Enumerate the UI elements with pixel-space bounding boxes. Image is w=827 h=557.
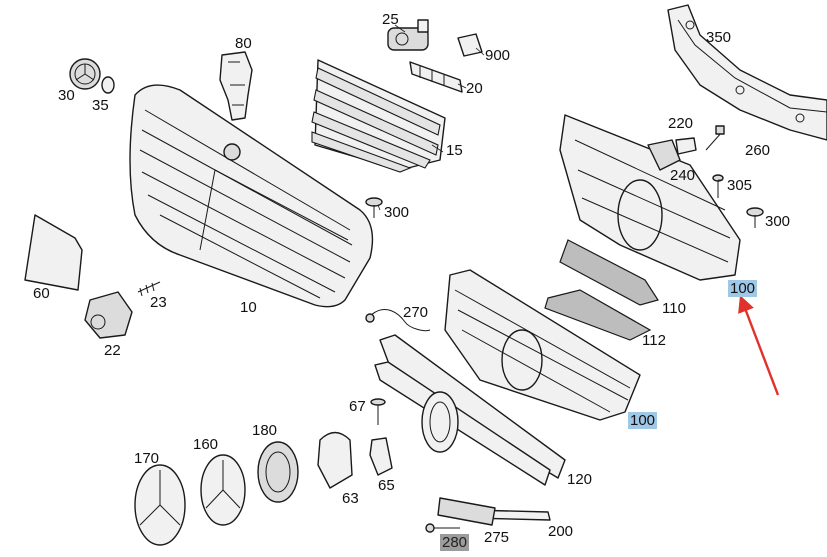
screw-300-left[interactable] <box>365 197 383 218</box>
clip-220[interactable] <box>675 137 697 155</box>
cover-60[interactable] <box>24 214 83 291</box>
plug-900[interactable] <box>457 33 483 57</box>
part-label-15[interactable]: 15 <box>446 142 463 159</box>
part-label-112[interactable]: 112 <box>642 332 666 349</box>
cable-270[interactable] <box>365 309 431 332</box>
part-label-200[interactable]: 200 <box>548 523 574 540</box>
emblem-30[interactable] <box>69 58 101 90</box>
badge-275[interactable] <box>437 497 496 526</box>
part-label-35[interactable]: 35 <box>92 97 109 114</box>
screw-300-right[interactable] <box>746 207 764 228</box>
part-label-280[interactable]: 280 <box>440 534 470 551</box>
star-emblem-160[interactable] <box>200 454 246 526</box>
part-label-60[interactable]: 60 <box>33 285 50 302</box>
mesh-112[interactable] <box>544 289 652 341</box>
bracket-65[interactable] <box>369 437 393 476</box>
camera-22[interactable] <box>84 291 133 339</box>
bracket-80[interactable] <box>219 51 253 121</box>
part-label-110[interactable]: 110 <box>662 300 686 317</box>
bumper-bracket-350[interactable] <box>667 4 827 141</box>
part-label-10[interactable]: 10 <box>240 299 257 316</box>
trim-120[interactable] <box>374 334 566 486</box>
part-label-80[interactable]: 80 <box>235 35 252 52</box>
part-label-300-left[interactable]: 300 <box>384 204 410 221</box>
part-label-220[interactable]: 220 <box>668 115 694 132</box>
part-label-25[interactable]: 25 <box>382 11 399 28</box>
part-label-260[interactable]: 260 <box>745 142 771 159</box>
part-label-350[interactable]: 350 <box>706 29 732 46</box>
star-emblem-170[interactable] <box>134 464 186 546</box>
part-label-275[interactable]: 275 <box>484 529 510 546</box>
sensor-25[interactable] <box>387 19 429 51</box>
clip-35[interactable] <box>101 76 115 94</box>
bracket-63[interactable] <box>317 431 353 489</box>
part-label-30[interactable]: 30 <box>58 87 75 104</box>
part-label-100-upper[interactable]: 100 <box>728 280 758 297</box>
screw-23[interactable] <box>137 281 161 297</box>
part-label-160[interactable]: 160 <box>193 436 219 453</box>
part-label-100-center[interactable]: 100 <box>628 412 658 429</box>
grille-frame-100-upper[interactable] <box>559 114 741 281</box>
emblem-base-180[interactable] <box>257 441 299 503</box>
part-label-170[interactable]: 170 <box>134 450 160 467</box>
part-label-900[interactable]: 900 <box>485 47 511 64</box>
highlight-arrow <box>738 295 780 396</box>
part-label-120[interactable]: 120 <box>567 471 593 488</box>
leader-lines <box>377 24 723 211</box>
part-label-300-right[interactable]: 300 <box>765 213 791 230</box>
bracket-20[interactable] <box>409 61 463 93</box>
screw-67[interactable] <box>370 398 386 425</box>
part-label-63[interactable]: 63 <box>342 490 359 507</box>
part-label-65[interactable]: 65 <box>378 477 395 494</box>
screw-305[interactable] <box>712 174 724 198</box>
louvres-15[interactable] <box>311 59 446 173</box>
main-grille-10[interactable] <box>129 84 374 308</box>
grille-100-center[interactable] <box>444 269 641 421</box>
part-label-305[interactable]: 305 <box>727 177 753 194</box>
screw-260[interactable] <box>705 125 725 151</box>
part-label-270[interactable]: 270 <box>403 304 429 321</box>
screw-280[interactable] <box>425 523 460 533</box>
mesh-110[interactable] <box>559 239 659 306</box>
part-label-67[interactable]: 67 <box>349 398 366 415</box>
part-label-23[interactable]: 23 <box>150 294 167 311</box>
part-label-180[interactable]: 180 <box>252 422 278 439</box>
part-label-20[interactable]: 20 <box>466 80 483 97</box>
part-label-22[interactable]: 22 <box>104 342 121 359</box>
part-label-240[interactable]: 240 <box>670 167 696 184</box>
camera-housing-240[interactable] <box>647 139 681 171</box>
